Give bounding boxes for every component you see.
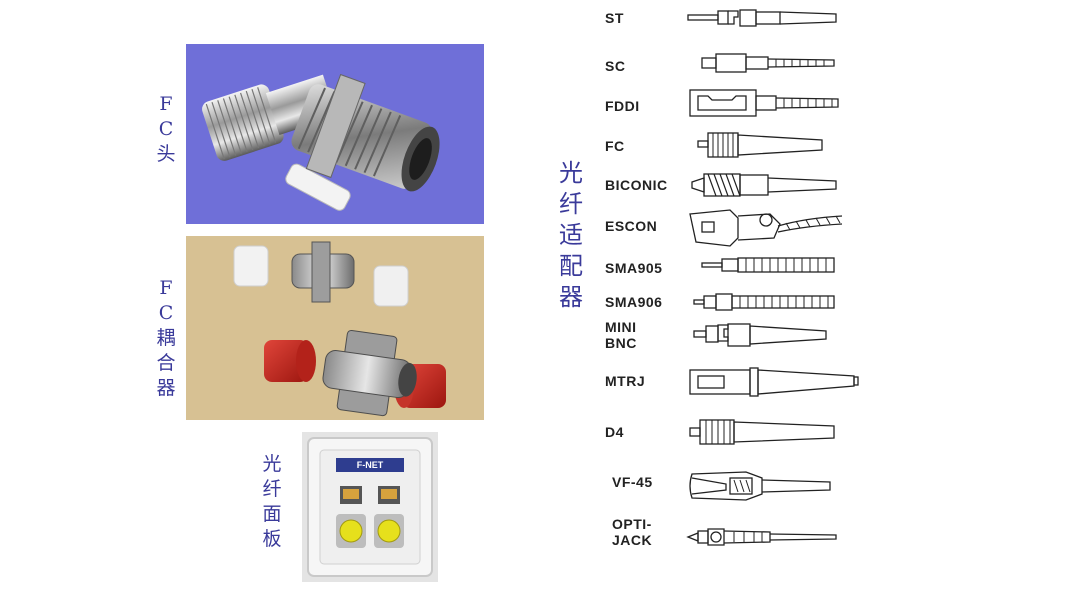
fiber-panel-photo: F-NET [302, 432, 438, 582]
panel-brand-text: F-NET [356, 460, 384, 470]
connector-label-sma905: SMA905 [605, 260, 663, 276]
mtrj-connector-icon [689, 367, 859, 397]
connector-label-mini-bnc: MINI BNC [605, 319, 637, 351]
sma906-connector-icon [693, 293, 835, 311]
connector-label-sma906: SMA906 [605, 294, 663, 310]
d4-connector-icon [689, 419, 835, 445]
fc-connector-icon [697, 132, 823, 158]
connector-label-escon: ESCON [605, 218, 658, 234]
vf45-connector-icon [689, 471, 831, 501]
connector-label-fc: FC [605, 138, 625, 154]
connector-label-mtrj: MTRJ [605, 373, 646, 389]
biconic-connector-icon [691, 173, 837, 197]
opti-jack-connector-icon [686, 528, 837, 546]
fc-head-label: F C 头 [156, 93, 176, 165]
fc-coupler-photo [186, 236, 484, 420]
connector-label-biconic: BICONIC [605, 177, 668, 193]
sc-connector-icon [701, 53, 835, 73]
fc-head-photo [186, 44, 484, 224]
fc-coupler-label: F C 耦 合 器 [156, 277, 176, 399]
connector-label-d4: D4 [605, 424, 624, 440]
connector-label-vf45: VF-45 [612, 474, 653, 490]
sma905-connector-icon [701, 257, 835, 273]
fddi-connector-icon [689, 89, 839, 117]
st-connector-icon [687, 9, 837, 27]
mini-bnc-connector-icon [693, 323, 827, 347]
connector-label-fddi: FDDI [605, 98, 640, 114]
fiber-panel-label: 光 纤 面 板 [262, 453, 282, 550]
fiber-adapter-title: 光 纤 适 配 器 [559, 159, 583, 311]
escon-connector-icon [689, 209, 843, 247]
connector-label-st: ST [605, 10, 624, 26]
connector-label-opti-jack: OPTI- JACK [612, 516, 653, 548]
connector-label-sc: SC [605, 58, 626, 74]
